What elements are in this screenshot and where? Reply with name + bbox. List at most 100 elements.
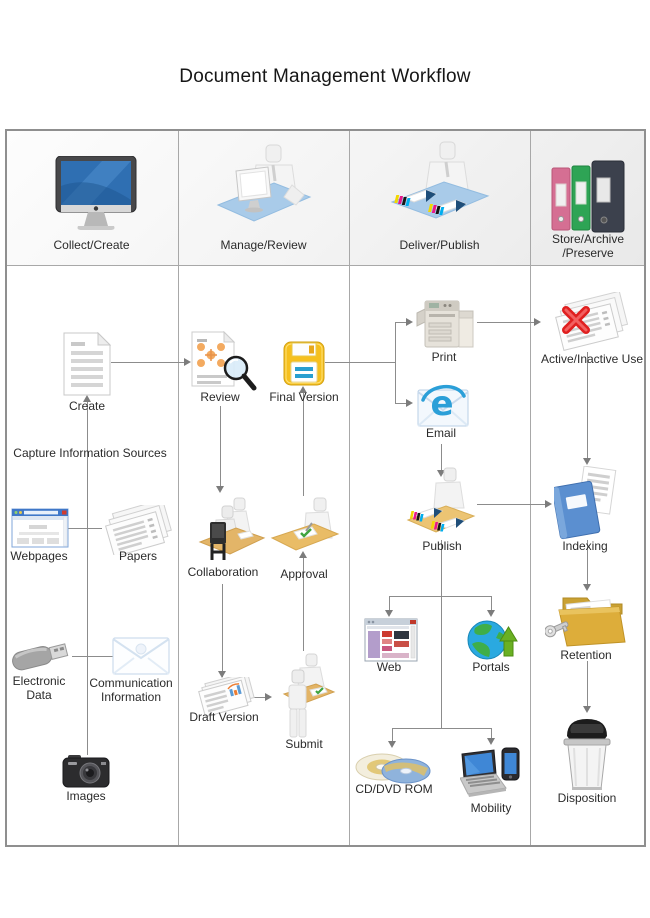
connector-publish-down [441,540,442,728]
node-label-electronic-data: Electronic Data [12,674,66,702]
connector-approval-finalversion [303,391,304,496]
trash-bin-icon [559,712,615,797]
envelope-icon [112,637,170,680]
usb-drive-icon [8,634,74,683]
cd-dvd-icon [354,750,432,791]
node-label-draft-version: Draft Version [189,710,259,724]
arrowhead-right-icon [406,399,413,407]
binders-icon [550,158,628,241]
arrowhead-down-icon [583,706,591,713]
connector-branch-cd-mobility [392,728,492,729]
connector-branch-vertical [395,322,396,403]
node-label-web: Web [376,660,402,674]
mobility-icon [459,746,520,809]
node-label-papers: Papers [118,549,158,563]
arrowhead-up-icon [299,551,307,558]
document-icon [63,331,112,401]
connector-capture-sources [87,402,88,755]
arrowhead-down-icon [385,610,393,617]
annotation-capture-sources: Capture Information Sources [13,446,167,460]
node-label-webpages: Webpages [10,549,68,563]
inactive-documents-icon [540,290,634,359]
approval-icon [270,496,340,557]
floppy-disk-icon [283,341,325,391]
node-label-cddvd: CD/DVD ROM [355,782,433,796]
web-browser-icon [364,618,418,667]
node-label-submit: Submit [285,737,323,751]
connector-to-email [395,403,407,404]
printer-icon [415,293,477,356]
arrowhead-right-icon [534,318,541,326]
connector-email-publish [441,444,442,470]
connector-activeinactive-indexing [587,352,588,458]
node-label-portals: Portals [472,660,510,674]
node-label-final-version: Final Version [269,390,339,404]
page-title: Document Management Workflow [179,66,471,87]
arrowhead-down-icon [583,584,591,591]
connector-electronic-data [72,656,113,657]
node-label-approval: Approval [280,567,328,581]
arrowhead-down-icon [388,741,396,748]
connector-publish-indexing [477,504,546,505]
review-magnifier-icon [191,330,257,398]
arrowhead-up-icon [299,386,307,393]
connector-stub-portals [491,597,492,611]
column-divider [530,131,531,845]
node-label-create: Create [68,399,106,413]
node-label-communication: Communication Information [89,676,173,704]
arrowhead-right-icon [545,500,552,508]
connector-webpages [67,528,102,529]
connector-submit-approval [303,556,304,651]
node-label-images: Images [66,789,106,803]
column-divider [349,131,350,845]
arrowhead-right-icon [406,318,413,326]
connector-stub-mobility [491,729,492,739]
node-label-review: Review [200,390,240,404]
node-label-retention: Retention [560,648,612,662]
publish-icon [406,466,476,545]
draft-version-icon [195,671,255,722]
arrowhead-right-icon [184,358,191,366]
diagram-table [5,129,646,847]
retention-folder-icon [544,592,627,653]
connector-indexing-retention [587,540,588,584]
webpages-icon [11,508,69,553]
header-label-manage: Manage/Review [220,238,307,252]
node-label-publish: Publish [422,539,462,553]
arrowhead-down-icon [218,671,226,678]
arrowhead-down-icon [583,458,591,465]
papers-icon [100,498,178,560]
node-label-mobility: Mobility [470,801,512,815]
node-label-indexing: Indexing [562,539,608,553]
connector-stub-web [389,597,390,611]
header-label-deliver: Deliver/Publish [399,238,480,252]
connector-branch-web-portals [389,596,492,597]
imac-icon [52,155,140,239]
connector-retention-disposition [587,661,588,707]
arrowhead-down-icon [487,738,495,745]
person-desk-icon [216,141,312,238]
email-icon: e [416,378,470,435]
arrowhead-down-icon [216,486,224,493]
arrowhead-right-icon [265,693,272,701]
indexing-folder-icon [551,465,618,547]
node-label-disposition: Disposition [557,791,617,805]
connector-stub-cddvd [392,729,393,742]
column-divider [178,131,179,845]
camera-icon [62,754,110,794]
header-label-store: Store/Archive /Preserve [551,232,625,260]
arrowhead-down-icon [487,610,495,617]
node-label-active-inactive: Active/Inactive Use [540,352,644,366]
submit-icon [272,650,336,745]
arrowhead-up-icon [83,395,91,402]
connector-review-collaboration [220,406,221,487]
person-documents-icon [388,140,492,239]
connector-collaboration-draft [222,584,223,677]
node-label-collaboration: Collaboration [187,565,259,579]
connector-print-activeinactive [477,322,536,323]
node-label-email: Email [425,426,456,440]
connector-create-review [111,362,187,363]
globe-portal-icon [466,618,518,667]
node-label-print: Print [431,350,457,364]
